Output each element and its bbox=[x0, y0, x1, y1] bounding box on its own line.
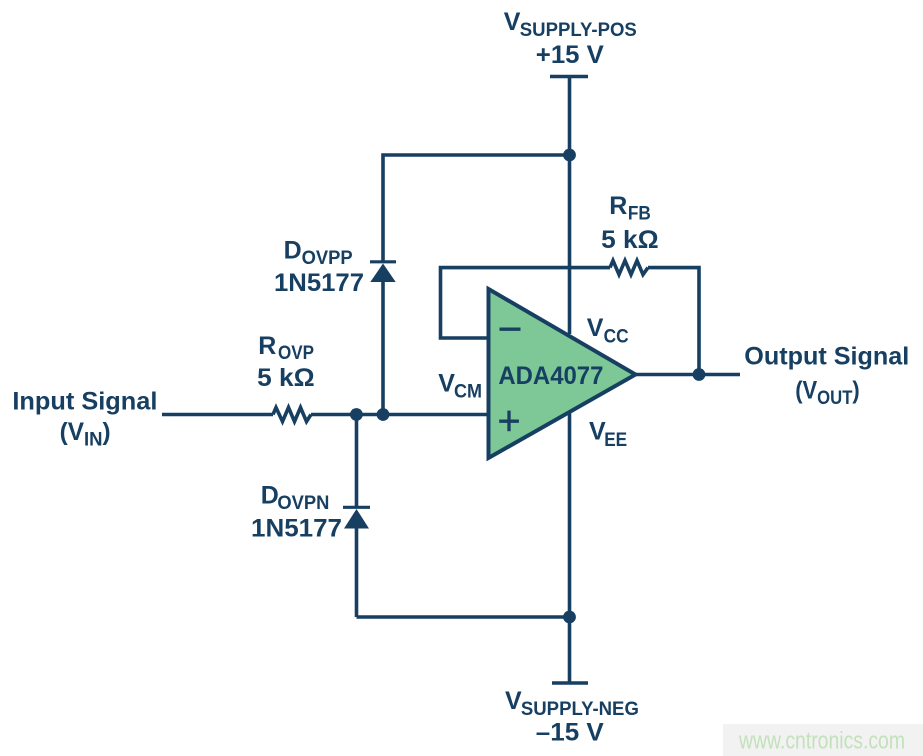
svg-text:1N5177: 1N5177 bbox=[251, 515, 342, 543]
svg-text:(VOUT): (VOUT) bbox=[795, 376, 860, 409]
svg-text:–15 V: –15 V bbox=[536, 718, 604, 746]
svg-text:5 kΩ: 5 kΩ bbox=[601, 226, 659, 254]
svg-text:www.cntronics.com: www.cntronics.com bbox=[738, 728, 905, 755]
svg-text:SUPPLY-POS: SUPPLY-POS bbox=[520, 20, 637, 41]
svg-text:V: V bbox=[505, 687, 522, 715]
svg-text:D: D bbox=[261, 481, 279, 509]
svg-text:D: D bbox=[284, 236, 302, 264]
svg-text:CM: CM bbox=[454, 381, 482, 402]
svg-text:R: R bbox=[609, 192, 627, 220]
svg-text:V: V bbox=[587, 314, 604, 342]
svg-text:(VIN): (VIN) bbox=[60, 418, 111, 451]
svg-text:V: V bbox=[504, 8, 521, 36]
svg-text:V: V bbox=[438, 369, 455, 397]
svg-text:OVPP: OVPP bbox=[302, 248, 353, 269]
svg-text:Input Signal: Input Signal bbox=[12, 388, 157, 416]
svg-text:OVP: OVP bbox=[278, 343, 314, 364]
svg-text:Output Signal: Output Signal bbox=[744, 343, 909, 371]
svg-text:FB: FB bbox=[628, 204, 651, 225]
svg-text:+15 V: +15 V bbox=[536, 41, 604, 69]
svg-text:EE: EE bbox=[604, 430, 627, 451]
svg-text:V: V bbox=[589, 417, 606, 445]
svg-text:OVPN: OVPN bbox=[277, 493, 329, 514]
svg-text:1N5177: 1N5177 bbox=[274, 269, 364, 297]
svg-text:ADA4077: ADA4077 bbox=[498, 362, 603, 390]
svg-text:5 kΩ: 5 kΩ bbox=[257, 364, 315, 392]
svg-text:SUPPLY-NEG: SUPPLY-NEG bbox=[521, 699, 639, 720]
svg-text:CC: CC bbox=[604, 327, 629, 348]
svg-text:R: R bbox=[258, 332, 276, 360]
